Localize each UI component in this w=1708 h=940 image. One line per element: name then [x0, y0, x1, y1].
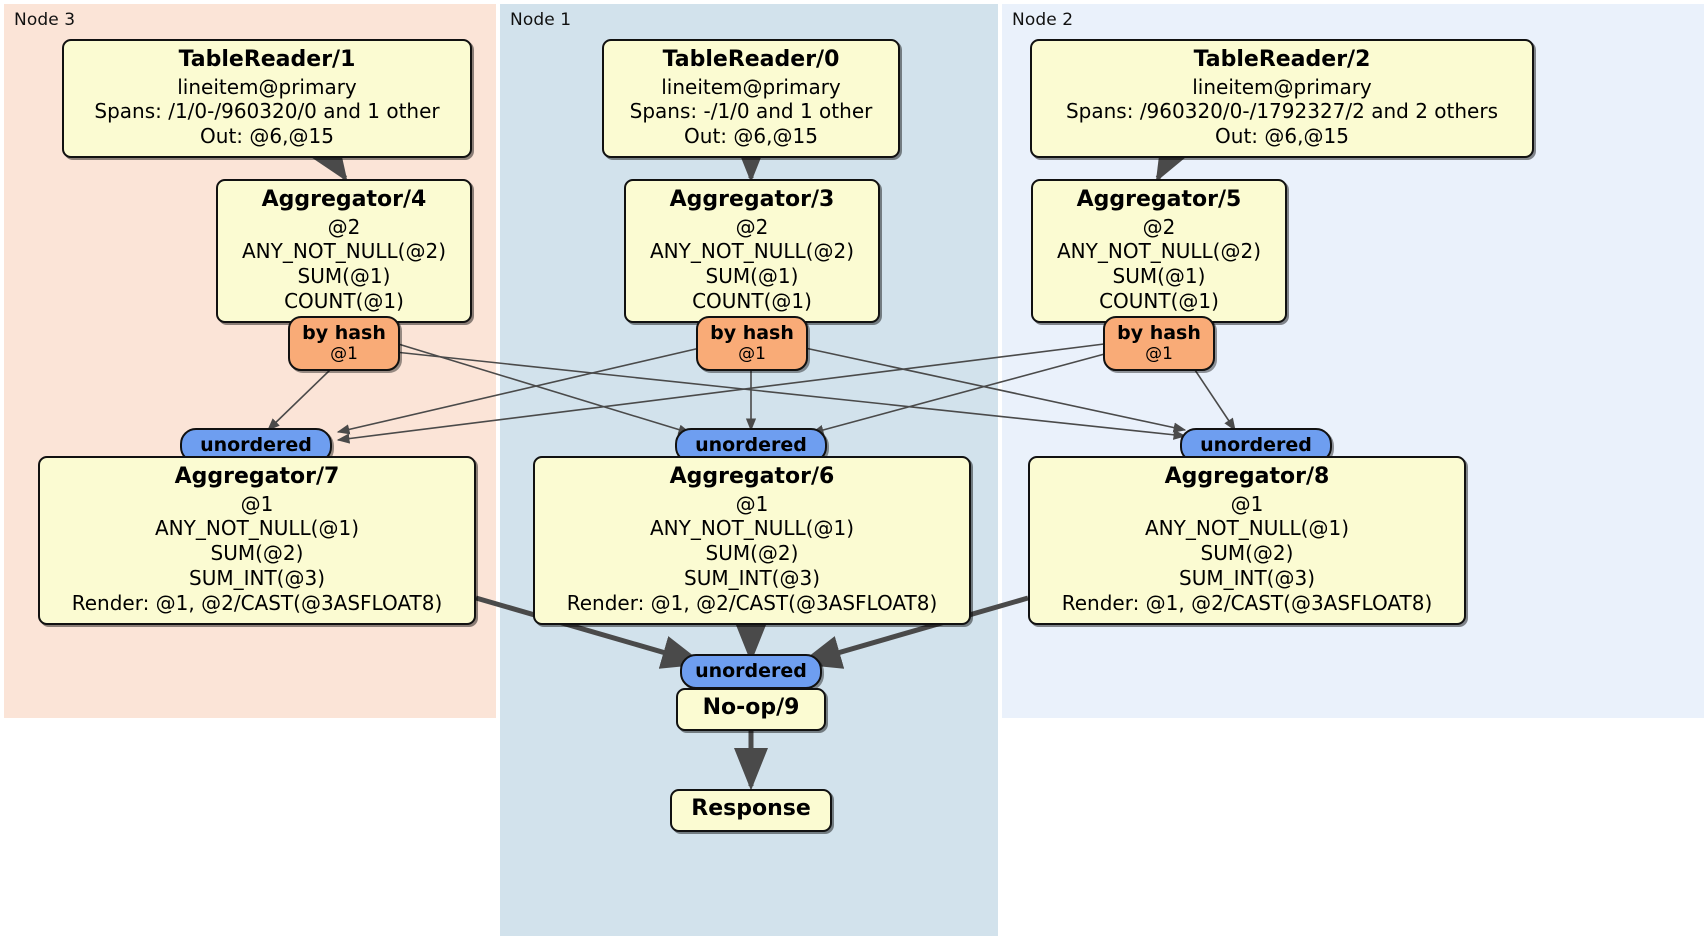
processor-response[interactable]: Response [670, 789, 832, 832]
router-by-hash-aggregator-4[interactable]: by hash @1 [288, 316, 400, 372]
processor-line: ANY_NOT_NULL(@2) [1057, 239, 1261, 264]
processor-tablereader-0[interactable]: TableReader/0 lineitem@primary Spans: -/… [602, 39, 900, 158]
processor-line: @1 [240, 491, 274, 516]
processor-line: Spans: -/1/0 and 1 other [629, 99, 873, 124]
processor-aggregator-6[interactable]: Aggregator/6 @1 ANY_NOT_NULL(@1) SUM(@2)… [533, 456, 971, 625]
processor-line: ANY_NOT_NULL(@1) [1145, 516, 1349, 541]
processor-line: SUM(@1) [297, 264, 391, 289]
processor-title: TableReader/1 [178, 47, 356, 72]
processor-title: Aggregator/4 [261, 187, 427, 212]
processor-title: Aggregator/5 [1076, 187, 1242, 212]
processor-line: Render: @1, @2/CAST(@3ASFLOAT8) [566, 590, 938, 615]
processor-line: SUM_INT(@3) [684, 565, 820, 590]
processor-line: ANY_NOT_NULL(@1) [155, 516, 359, 541]
processor-line: @2 [327, 214, 361, 239]
processor-line: SUM(@2) [210, 541, 304, 566]
processor-line: SUM(@1) [705, 264, 799, 289]
synchronizer-label: unordered [695, 434, 807, 456]
router-label: by hash [302, 322, 386, 344]
processor-tablereader-1[interactable]: TableReader/1 lineitem@primary Spans: /1… [62, 39, 472, 158]
processor-aggregator-4[interactable]: Aggregator/4 @2 ANY_NOT_NULL(@2) SUM(@1)… [216, 179, 472, 323]
processor-line: Render: @1, @2/CAST(@3ASFLOAT8) [1061, 590, 1433, 615]
processor-title: Response [691, 796, 811, 821]
processor-line: ANY_NOT_NULL(@2) [242, 239, 446, 264]
processor-line: Out: @6,@15 [1215, 124, 1349, 149]
synchronizer-label: unordered [695, 660, 807, 682]
router-by-hash-aggregator-3[interactable]: by hash @1 [696, 316, 808, 372]
processor-line: COUNT(@1) [692, 288, 812, 313]
processor-line: SUM(@2) [1200, 541, 1294, 566]
router-label: by hash [1117, 322, 1201, 344]
synchronizer-label: unordered [200, 434, 312, 456]
processor-aggregator-5[interactable]: Aggregator/5 @2 ANY_NOT_NULL(@2) SUM(@1)… [1031, 179, 1287, 323]
processor-aggregator-3[interactable]: Aggregator/3 @2 ANY_NOT_NULL(@2) SUM(@1)… [624, 179, 880, 323]
processor-title: No-op/9 [702, 695, 800, 720]
processor-line: lineitem@primary [661, 74, 841, 99]
processor-line: SUM(@1) [1112, 264, 1206, 289]
processor-aggregator-8[interactable]: Aggregator/8 @1 ANY_NOT_NULL(@1) SUM(@2)… [1028, 456, 1466, 625]
processor-title: TableReader/2 [1193, 47, 1371, 72]
processor-title: Aggregator/7 [174, 464, 340, 489]
node-region-label-node2: Node 2 [1012, 10, 1074, 30]
router-column: @1 [1145, 344, 1173, 365]
processor-line: @1 [1230, 491, 1264, 516]
processor-line: Out: @6,@15 [684, 124, 818, 149]
processor-title: Aggregator/3 [669, 187, 835, 212]
processor-line: @1 [735, 491, 769, 516]
processor-line: Spans: /960320/0-/1792327/2 and 2 others [1065, 99, 1498, 124]
processor-line: @2 [735, 214, 769, 239]
processor-line: COUNT(@1) [1099, 288, 1219, 313]
processor-title: Aggregator/6 [669, 464, 835, 489]
processor-line: Spans: /1/0-/960320/0 and 1 other [94, 99, 440, 124]
node-region-label-node1: Node 1 [510, 10, 572, 30]
router-by-hash-aggregator-5[interactable]: by hash @1 [1103, 316, 1215, 372]
processor-title: TableReader/0 [662, 47, 840, 72]
processor-line: COUNT(@1) [284, 288, 404, 313]
router-column: @1 [330, 344, 358, 365]
processor-line: @2 [1142, 214, 1176, 239]
synchronizer-unordered-noop-9[interactable]: unordered [680, 654, 822, 690]
processor-line: lineitem@primary [1192, 74, 1372, 99]
processor-line: ANY_NOT_NULL(@2) [650, 239, 854, 264]
processor-noop-9[interactable]: No-op/9 [676, 688, 826, 731]
processor-line: SUM_INT(@3) [189, 565, 325, 590]
router-column: @1 [738, 344, 766, 365]
router-label: by hash [710, 322, 794, 344]
processor-line: ANY_NOT_NULL(@1) [650, 516, 854, 541]
processor-tablereader-2[interactable]: TableReader/2 lineitem@primary Spans: /9… [1030, 39, 1534, 158]
node-region-label-node3: Node 3 [14, 10, 76, 30]
synchronizer-label: unordered [1200, 434, 1312, 456]
processor-title: Aggregator/8 [1164, 464, 1330, 489]
processor-line: SUM_INT(@3) [1179, 565, 1315, 590]
processor-line: lineitem@primary [177, 74, 357, 99]
processor-aggregator-7[interactable]: Aggregator/7 @1 ANY_NOT_NULL(@1) SUM(@2)… [38, 456, 476, 625]
processor-line: SUM(@2) [705, 541, 799, 566]
processor-line: Out: @6,@15 [200, 124, 334, 149]
processor-line: Render: @1, @2/CAST(@3ASFLOAT8) [71, 590, 443, 615]
